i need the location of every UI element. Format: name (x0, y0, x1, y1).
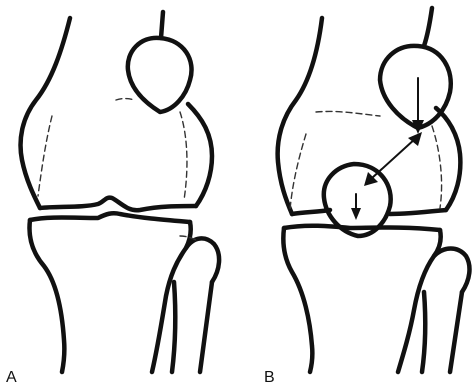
panel-b-drawing (278, 8, 470, 372)
panel-b-femur-condyle-bottom (292, 210, 330, 214)
panel-b-fibula-head (434, 249, 469, 293)
panel-a-femur-left-edge (21, 18, 70, 208)
panel-b-tibia-left-edge (283, 228, 312, 372)
panel-b-dashed-condyle-right (432, 126, 442, 208)
panel-a-dashed-condyle-left (38, 116, 52, 196)
panel-a-drawing (21, 12, 220, 372)
panel-b-quadriceps-tendon (424, 8, 432, 46)
panel-a-femur-condyle-bottom (40, 198, 196, 211)
panel-a-tibia-plateau (30, 213, 190, 222)
panel-a-tibia-right-edge (152, 222, 191, 372)
panel-b-tibia-right-edge (398, 230, 441, 372)
panel-b-arrow-diagonal-line (372, 138, 416, 178)
panel-a-dashed-condyle-right (180, 112, 187, 200)
panel-b-dashed-condyle-left (290, 134, 306, 210)
panel-b-fibula-shaft (450, 292, 462, 372)
panel-a-fibula-inner (172, 282, 175, 372)
panel-a-dashed-trochlea (116, 99, 134, 101)
panel-b-femur-left-edge (278, 18, 322, 214)
panel-a-patella (128, 38, 192, 112)
panel-a-fibula-head (186, 238, 219, 282)
panel-b-femur-condyle-bottom-right (390, 210, 446, 214)
panel-b-arrow-short-head (351, 208, 361, 220)
panel-b-fibula-inner (422, 292, 425, 372)
panel-b-label: B (264, 370, 275, 386)
panel-b-dashed-trochlea (316, 111, 380, 116)
panel-b-tibia-plateau (284, 226, 440, 230)
panel-a-quadriceps-tendon (161, 12, 163, 38)
panel-a-fibula-shaft (200, 282, 212, 372)
panel-b-upper-patella (380, 46, 451, 128)
panel-a-label: A (6, 370, 17, 386)
panel-a-femur-right-condyle (188, 104, 212, 206)
panel-a-tibia-left-edge (30, 220, 65, 372)
